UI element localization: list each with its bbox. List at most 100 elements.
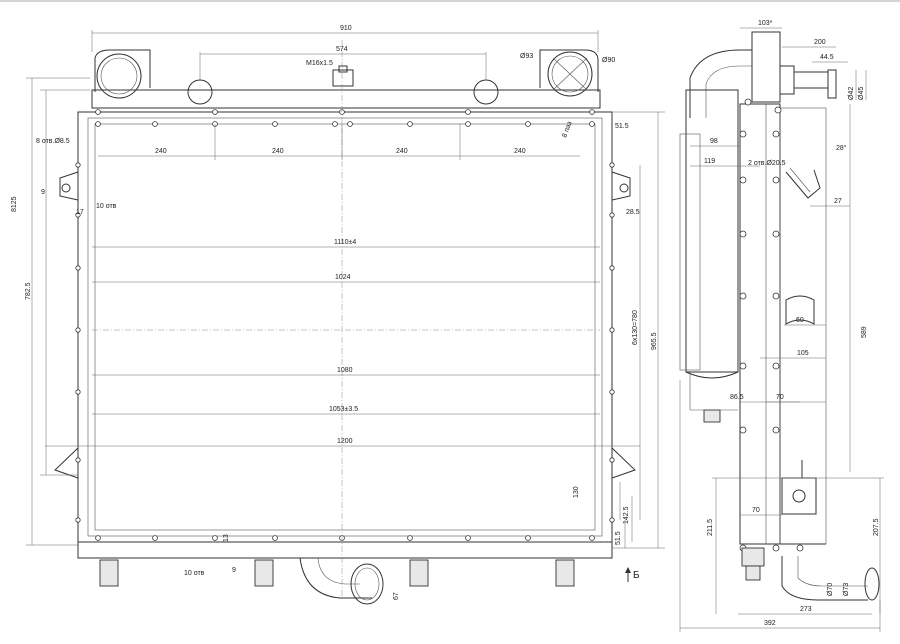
dim-70b: 70 <box>752 507 760 514</box>
dim-bottom-130: 130 <box>573 486 580 498</box>
front-dimension-lines <box>26 30 665 549</box>
outlet-pipe-lower <box>317 557 360 585</box>
mount-foot-2 <box>254 559 274 587</box>
dim-height-9655: 965.5 <box>651 332 658 350</box>
lower-elbow-inner <box>797 556 868 587</box>
dim-width-1053: 1053±3.5 <box>329 406 358 413</box>
core <box>94 123 596 531</box>
middle-bracket <box>785 295 815 325</box>
dim-height-core: 782.5 <box>25 282 32 300</box>
filler-cap-top <box>338 65 348 73</box>
right-mount-hole <box>619 183 629 193</box>
upper-nozzle-base <box>779 65 795 95</box>
mount-feet <box>99 559 575 587</box>
side-bolts <box>75 162 615 523</box>
top-bolts <box>95 109 595 127</box>
dim-105: 105 <box>797 350 809 357</box>
side-view-bolts <box>739 98 804 552</box>
outlet-flange <box>350 563 384 605</box>
dim-top-445: 44.5 <box>820 54 834 61</box>
dim-w-392: 392 <box>764 620 776 627</box>
dim-holes-2: 2 отв.Ø20.5 <box>748 160 786 167</box>
dim-pitch-4: 240 <box>514 148 526 155</box>
mount-foot-3 <box>409 559 429 587</box>
dim-h-2115: 211.5 <box>707 519 714 536</box>
dim-pitch-2: 240 <box>272 148 284 155</box>
hook-bracket <box>785 169 821 199</box>
dim-h-2075: 207.5 <box>873 518 880 536</box>
lower-mount-hole <box>792 489 806 503</box>
dim-cap-thread: M16x1.5 <box>306 60 333 67</box>
upper-flange <box>751 31 781 103</box>
dim-dia-73: Ø73 <box>843 583 850 596</box>
dim-side-pitch: 6x130=780 <box>632 310 639 345</box>
dim-bottom-13: 13 <box>223 534 230 542</box>
lower-fitting-left <box>741 547 765 567</box>
dim-pipe-spacing: 574 <box>336 46 348 53</box>
dim-top-width: 910 <box>340 25 352 32</box>
dim-side-515: 51.5 <box>615 123 629 130</box>
left-inlet-neck <box>94 49 151 92</box>
dim-slot: 8 паз <box>561 121 573 139</box>
dim-w-119: 119 <box>704 158 715 165</box>
front-view <box>26 30 665 605</box>
dim-bottom-holes: 10 отв <box>184 570 205 577</box>
lower-fitting-left-nut <box>745 565 761 581</box>
bottom-bolts <box>95 535 595 541</box>
right-lower-bracket <box>611 447 636 479</box>
right-mount-bracket <box>611 171 631 201</box>
upper-elbow-outer <box>689 49 752 118</box>
dim-top-103: 103* <box>758 20 773 27</box>
lower-mount-block <box>781 477 817 515</box>
upper-nozzle-tip <box>827 69 837 99</box>
side-dimension-labels: 103* 200 44.5 Ø42 Ø45 98 119 2 отв.Ø20.5… <box>704 20 880 627</box>
lower-elbow-flange <box>864 567 880 601</box>
dim-bottom-1425: 142.5 <box>623 506 630 524</box>
view-mark-arrowhead <box>625 567 631 573</box>
dim-offset-17: 17 <box>76 209 84 216</box>
dim-side-285: 28.5 <box>626 209 640 216</box>
dim-top-200: 200 <box>814 39 826 46</box>
dim-h-589: 589 <box>861 326 868 338</box>
dim-dia-45: Ø45 <box>858 87 865 100</box>
dim-70a: 70 <box>776 394 784 401</box>
dim-865: 86.5 <box>730 394 744 401</box>
dim-w-98: 98 <box>710 138 718 145</box>
dim-height-total: 8125 <box>11 196 18 212</box>
dim-inlet-left-dia: Ø93 <box>520 53 533 60</box>
mount-foot-4 <box>555 559 575 587</box>
left-inlet-pipe <box>96 53 142 99</box>
dim-angle-28: 28° <box>836 144 847 152</box>
dim-w-273: 273 <box>800 606 812 613</box>
dim-bottom-9: 9 <box>232 567 236 574</box>
side-tank <box>685 89 739 373</box>
right-inlet-neck <box>539 49 599 92</box>
outlet-flange-inner <box>354 567 380 601</box>
dim-bottom-515: 51.5 <box>615 531 622 545</box>
dim-inlet-right-dia: Ø90 <box>602 57 615 64</box>
dim-60: 60 <box>796 317 804 324</box>
right-inlet-pipe-inner <box>551 55 589 93</box>
dim-pitch-3: 240 <box>396 148 408 155</box>
dim-27: 27 <box>834 198 842 205</box>
frame-outer <box>77 111 613 543</box>
dim-dia-42: Ø42 <box>848 87 855 100</box>
bottom-tank <box>77 541 613 559</box>
side-view <box>679 27 884 632</box>
mount-foot-1 <box>99 559 119 587</box>
side-tank-bottom <box>685 371 739 379</box>
side-shroud <box>679 133 701 371</box>
right-inlet-pipe <box>547 51 593 97</box>
left-lower-bracket <box>54 447 79 479</box>
hook-bracket-inner <box>789 167 811 193</box>
lower-elbow-outer <box>781 556 868 601</box>
top-tank <box>91 89 601 109</box>
upper-elbow-inner <box>705 65 752 118</box>
drain-fitting <box>703 409 721 423</box>
left-inlet-pipe-inner <box>100 57 138 95</box>
left-mount-hole <box>61 183 71 193</box>
left-mount-bracket <box>59 171 79 201</box>
right-inlet-cross-b <box>552 57 588 91</box>
dim-holes-side: 10 отв <box>96 203 117 210</box>
